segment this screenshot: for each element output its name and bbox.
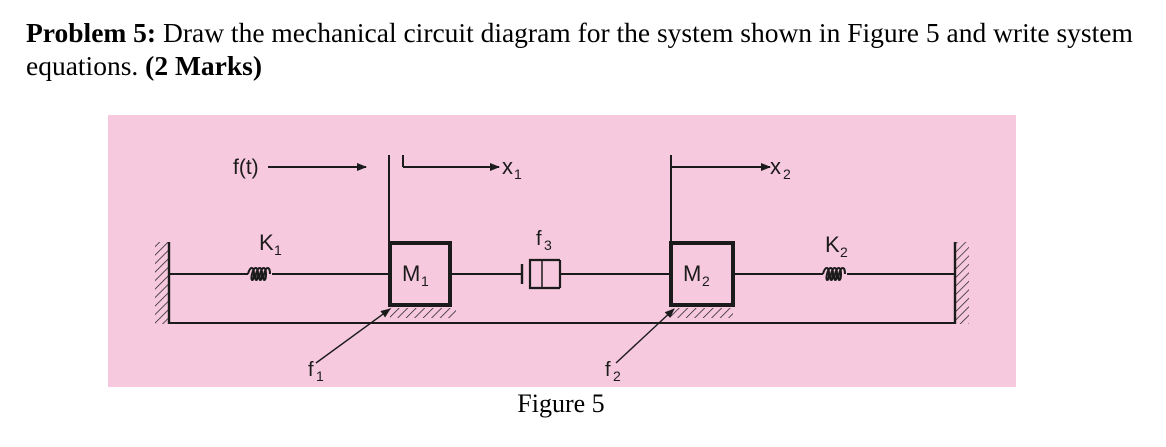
f2-label: f: [605, 359, 611, 381]
m2-sub: 2: [702, 273, 710, 289]
x1-label: x: [502, 154, 513, 179]
spring-k1: [247, 267, 271, 281]
figure-caption: Figure 5: [517, 389, 605, 418]
m1-label: M: [402, 261, 420, 286]
force-label: f(t): [233, 156, 259, 179]
k2-label: K: [825, 232, 840, 257]
k1-sub: 1: [274, 242, 282, 258]
k1-label: K: [259, 230, 274, 255]
damper-f3-cylinder: [528, 258, 560, 290]
f2-sub: 2: [613, 368, 621, 384]
f3-sub: 3: [544, 237, 552, 253]
f3-label: f: [536, 228, 542, 250]
f2-leader: [615, 308, 675, 364]
figure-5-diagram: f(t) x 1 x 2 K 1 K 2 M 1 M 2 f 3 f 1 f 2: [108, 115, 1016, 387]
f1-label: f: [308, 359, 314, 381]
x2-sub: 2: [783, 166, 791, 182]
problem-marks: (2 Marks): [145, 50, 263, 81]
problem-statement: Problem 5: Draw the mechanical circuit d…: [26, 16, 1136, 82]
problem-text: Draw the mechanical circuit diagram for …: [26, 17, 1133, 81]
m2-label: M: [683, 261, 701, 286]
figure-caption-row: Figure 5: [0, 389, 1166, 419]
m2-ground-hatch: [671, 308, 733, 318]
x1-sub: 1: [514, 166, 522, 182]
x2-label: x: [770, 154, 781, 179]
spring-k2: [822, 267, 846, 281]
m1-sub: 1: [421, 273, 429, 289]
right-wall-hatch: [956, 242, 969, 324]
mechanical-system-svg: f(t) x 1 x 2 K 1 K 2 M 1 M 2 f 3 f 1 f 2: [155, 154, 969, 384]
left-wall-hatch: [155, 242, 168, 324]
f1-sub: 1: [316, 368, 324, 384]
f1-leader: [315, 308, 391, 364]
m1-ground-hatch: [390, 308, 456, 318]
k2-sub: 2: [840, 244, 848, 260]
problem-heading: Problem 5:: [26, 17, 157, 48]
